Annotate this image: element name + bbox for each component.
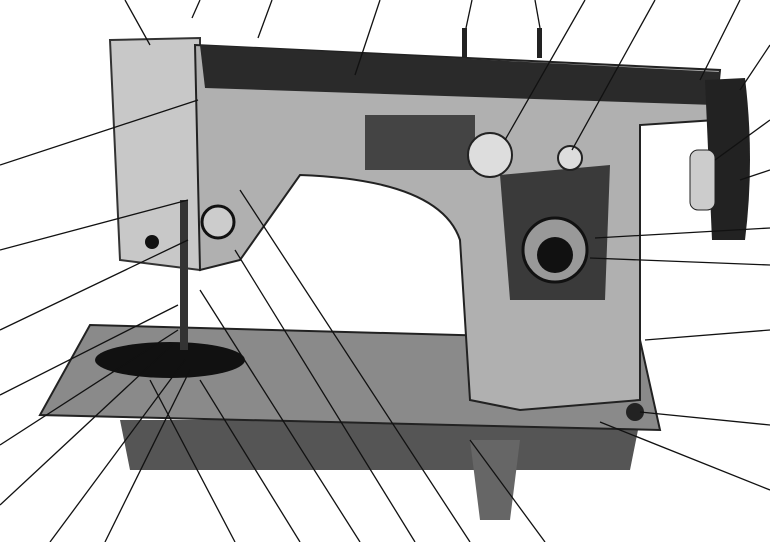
stitch-length-knob <box>467 132 513 178</box>
leader-line <box>714 119 770 161</box>
face-cover-knob <box>145 235 159 249</box>
bed-knob <box>626 403 644 421</box>
leader-line <box>594 227 770 239</box>
leader-line <box>0 329 179 446</box>
leader-line <box>199 289 361 542</box>
leader-line <box>534 0 541 29</box>
leader-line <box>504 0 586 141</box>
leader-line <box>739 169 770 181</box>
leader-line <box>571 0 656 151</box>
leader-line <box>0 199 189 251</box>
leader-line <box>124 0 151 46</box>
leader-line <box>104 369 191 542</box>
pattern-dial-center <box>537 237 573 273</box>
spool-pin-2 <box>537 28 542 58</box>
leader-line <box>644 329 770 341</box>
machine-stand <box>470 440 520 520</box>
leader-line <box>739 44 770 91</box>
leader-line <box>257 0 273 39</box>
leader-line <box>699 0 741 81</box>
tension-knob <box>200 204 236 240</box>
leader-line <box>0 239 189 331</box>
handwheel <box>705 78 750 240</box>
handwheel-clutch <box>689 149 716 211</box>
leader-line <box>599 421 770 491</box>
needle-bar <box>180 200 188 350</box>
leader-line <box>0 304 179 396</box>
leader-line <box>465 0 473 29</box>
leader-line <box>191 0 201 19</box>
small-knob <box>557 145 583 171</box>
leader-line <box>354 0 381 76</box>
leader-line <box>199 379 301 542</box>
leader-line <box>239 189 471 542</box>
needle-plate <box>95 342 245 378</box>
machine-arm <box>193 43 722 412</box>
leader-line <box>234 249 416 542</box>
leader-line <box>639 411 770 426</box>
leader-line <box>589 257 770 266</box>
top-arm-band <box>200 45 720 105</box>
leader-line <box>0 99 199 166</box>
leader-line <box>149 379 236 542</box>
leader-line <box>469 439 546 542</box>
leader-line <box>0 344 173 506</box>
leader-line <box>49 359 186 542</box>
decor-panel <box>365 115 475 170</box>
spool-pin-1 <box>462 28 467 58</box>
